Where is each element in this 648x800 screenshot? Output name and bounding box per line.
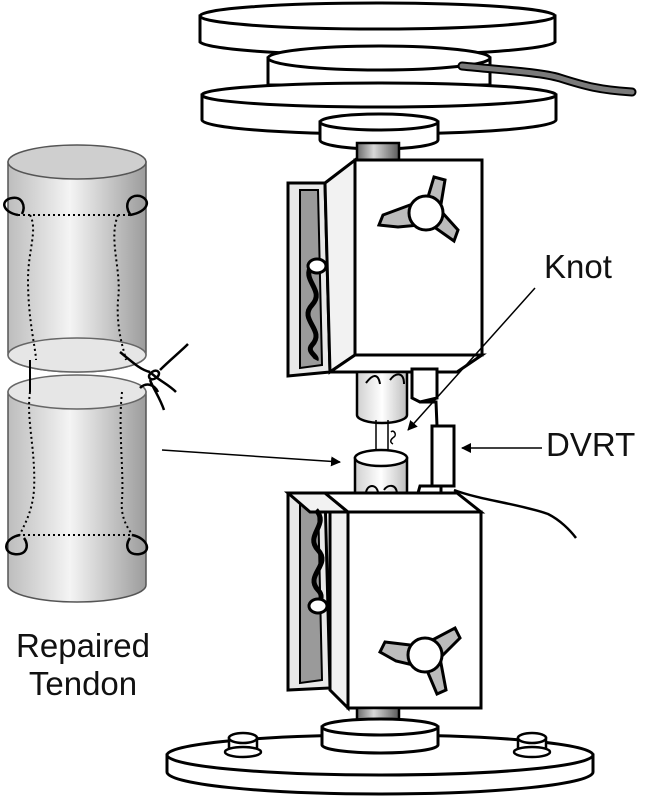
upper-grip — [286, 156, 487, 378]
bolt-icon — [512, 731, 552, 759]
lower-grip — [283, 491, 486, 712]
repaired-tendon-label-line2: Tendon — [28, 664, 138, 702]
repaired-tendon-label-line1: Repaired — [16, 627, 150, 664]
base-plate — [165, 717, 595, 796]
bolt-icon — [223, 731, 263, 759]
upper-tendon-stub — [355, 370, 409, 425]
repaired-tendon-label: Repaired Tendon — [3, 627, 163, 703]
tendon-pointer — [161, 449, 341, 467]
wing-nut-icon — [376, 175, 460, 244]
wing-nut-icon — [378, 625, 462, 696]
dvrt-label: DVRT — [546, 426, 636, 463]
load-cell — [198, 1, 558, 151]
repaired-tendon — [3, 144, 189, 603]
knot-leader — [407, 287, 536, 431]
knot-label: Knot — [544, 248, 612, 285]
